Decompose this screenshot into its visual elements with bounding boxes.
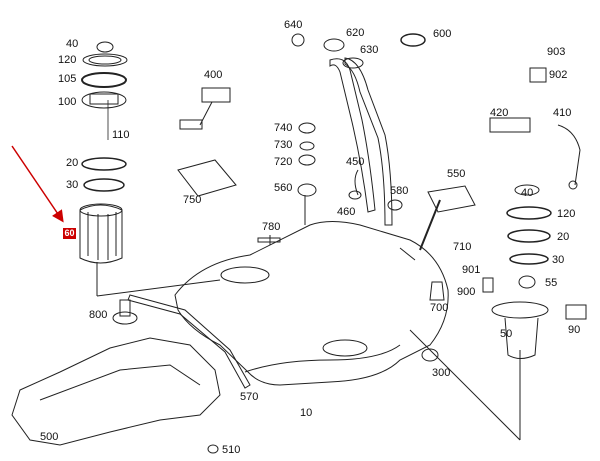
- callout-780: 780: [262, 221, 281, 233]
- callout-640: 640: [284, 19, 303, 31]
- callout-110: 110: [112, 129, 130, 141]
- callout-40-right: 40: [521, 187, 534, 199]
- callout-710: 710: [453, 241, 472, 253]
- callout-620: 620: [346, 27, 365, 39]
- callout-120: 120: [58, 54, 77, 66]
- callout-30-right: 30: [552, 254, 565, 266]
- callout-100: 100: [58, 96, 77, 108]
- callout-300: 300: [432, 367, 451, 379]
- callout-720: 720: [274, 156, 293, 168]
- callout-410: 410: [553, 107, 572, 119]
- callout-902: 902: [549, 69, 568, 81]
- callout-50: 50: [500, 328, 513, 340]
- callout-580: 580: [390, 185, 409, 197]
- callout-10: 10: [300, 407, 313, 419]
- callout-460: 460: [337, 206, 356, 218]
- callout-30: 30: [66, 179, 79, 191]
- callout-450: 450: [346, 156, 365, 168]
- callout-20: 20: [66, 157, 79, 169]
- callout-570: 570: [240, 391, 259, 403]
- callout-20-right: 20: [557, 231, 570, 243]
- callout-400: 400: [204, 69, 223, 81]
- callout-750: 750: [183, 194, 202, 206]
- callout-700: 700: [430, 302, 449, 314]
- highlight-badge: 60: [63, 228, 76, 239]
- callout-900: 900: [457, 286, 476, 298]
- callout-800: 800: [89, 309, 108, 321]
- callout-600: 600: [433, 28, 452, 40]
- callout-740: 740: [274, 122, 293, 134]
- callout-420: 420: [490, 107, 509, 119]
- callout-630: 630: [360, 44, 379, 56]
- callout-550: 550: [447, 168, 466, 180]
- callout-903: 903: [547, 46, 566, 58]
- callout-560: 560: [274, 182, 293, 194]
- callout-105: 105: [58, 73, 77, 85]
- callout-901: 901: [462, 264, 481, 276]
- callout-90: 90: [568, 324, 581, 336]
- callout-500: 500: [40, 431, 59, 443]
- callout-55: 55: [545, 277, 558, 289]
- callout-40: 40: [66, 38, 79, 50]
- callout-120-right: 120: [557, 208, 576, 220]
- callout-730: 730: [274, 139, 293, 151]
- highlight-arrow: [11, 145, 64, 223]
- callout-510: 510: [222, 444, 241, 456]
